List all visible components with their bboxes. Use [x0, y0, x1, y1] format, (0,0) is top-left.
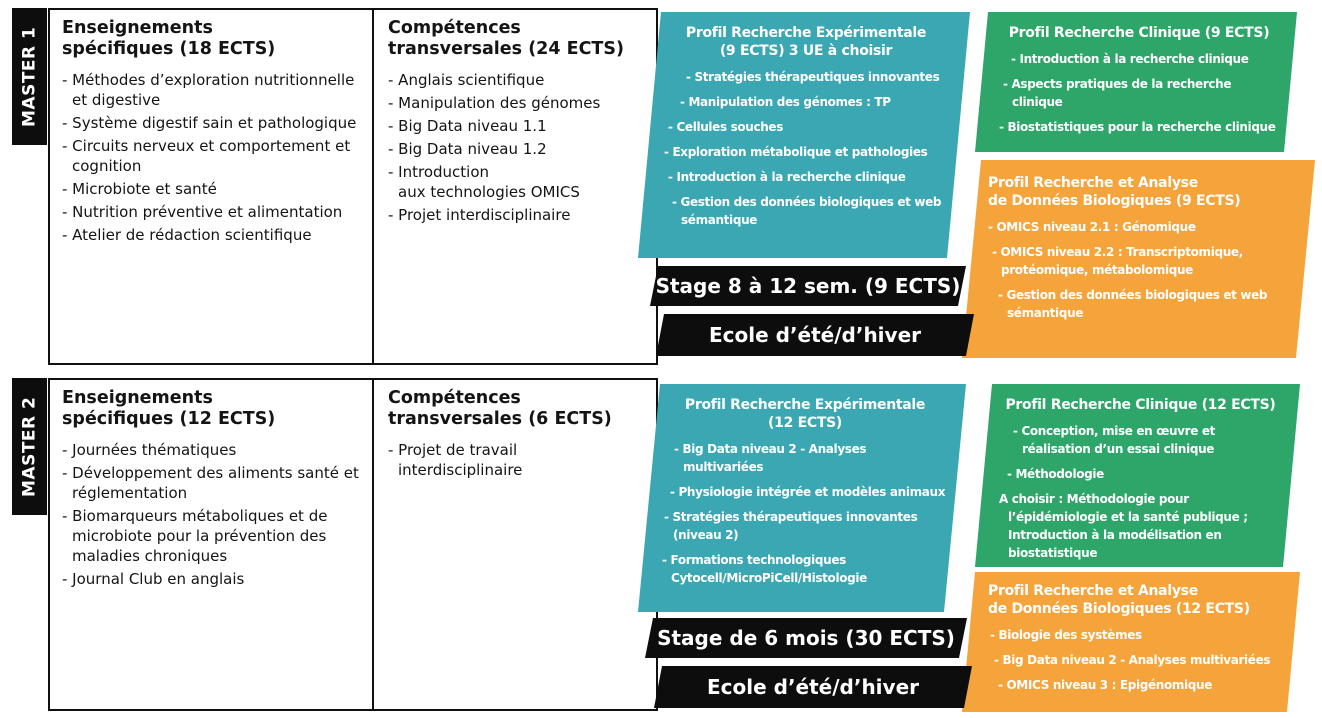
- profile-course-item: - Conception, mise en œuvre et réalisati…: [1013, 424, 1216, 457]
- profile-title: Profil Recherche Expérimentale (12 ECTS): [684, 397, 926, 432]
- course-item: - Anglais scientifique: [388, 70, 545, 89]
- specific-courses-title: Enseignements spécifiques (12 ECTS): [62, 388, 276, 430]
- course-item: - Système digestif sain et pathologique: [62, 113, 357, 132]
- summer-winter-school-banner-m1: Ecole d’été/d’hiver: [656, 314, 974, 356]
- course-item: - Biomarqueurs métaboliques et de microb…: [62, 506, 328, 566]
- column-divider: [372, 8, 374, 365]
- master1-core-courses-panel: Enseignements spécifiques (18 ECTS) - Mé…: [48, 8, 658, 365]
- profile-course-list: - Introduction à la recherche clinique -…: [997, 50, 1281, 136]
- course-item: - Projet interdisciplinaire: [388, 206, 571, 225]
- internship-banner-m1: Stage 8 à 12 sem. (9 ECTS): [650, 266, 966, 306]
- profile-course-list: - OMICS niveau 2.1 : Génomique - OMICS n…: [984, 218, 1291, 322]
- profile-course-item: - Exploration métabolique et pathologies: [664, 145, 928, 160]
- profile-course-item: - Stratégies thérapeutiques innovantes (…: [664, 510, 918, 543]
- course-item: - Introduction aux technologies OMICS: [388, 163, 580, 202]
- profile-course-list: - Big Data niveau 2 - Analyses multivari…: [660, 440, 950, 587]
- transversal-skills-column: Compétences transversales (6 ECTS) - Pro…: [388, 388, 646, 483]
- summer-winter-school-banner-m2: Ecole d’été/d’hiver: [654, 666, 972, 708]
- profile-course-item: - Méthodologie: [1007, 467, 1104, 482]
- course-item: - Journées thématiques: [62, 440, 237, 459]
- profile-course-item: - Stratégies thérapeutiques innovantes: [686, 70, 940, 85]
- profile-course-list: - Conception, mise en œuvre et réalisati…: [997, 422, 1284, 562]
- master1-tab: MASTER 1: [12, 8, 47, 145]
- column-divider: [372, 378, 374, 711]
- course-item: - Projet de travail interdisciplinaire: [388, 440, 523, 479]
- specific-courses-column: Enseignements spécifiques (12 ECTS) - Jo…: [62, 388, 364, 592]
- profile-title: Profil Recherche Expérimentale (9 ECTS) …: [685, 25, 927, 60]
- profile-title: Profil Recherche et Analyse de Données B…: [988, 583, 1250, 618]
- profile-course-item: - Aspects pratiques de la recherche clin…: [1003, 77, 1232, 110]
- course-item: - Nutrition préventive et alimentation: [62, 203, 343, 222]
- master2-core-courses-panel: Enseignements spécifiques (12 ECTS) - Jo…: [48, 378, 658, 711]
- profile-course-item: - Physiologie intégrée et modèles animau…: [670, 485, 946, 500]
- course-item: - Microbiote et santé: [62, 180, 217, 199]
- specific-courses-title: Enseignements spécifiques (18 ECTS): [62, 18, 276, 60]
- profile-course-list: - Biologie des systèmes - Big Data nivea…: [984, 626, 1284, 694]
- profile-course-item: - OMICS niveau 2.2 : Transcriptomique, p…: [992, 245, 1243, 278]
- transversal-skills-column: Compétences transversales (24 ECTS) - An…: [388, 18, 646, 228]
- course-item: - Big Data niveau 1.2: [388, 139, 547, 158]
- profile-title: Profil Recherche Clinique (12 ECTS): [1005, 397, 1276, 413]
- course-item: - Atelier de rédaction scientifique: [62, 226, 312, 245]
- biological-data-profile-m1: Profil Recherche et Analyse de Données B…: [962, 160, 1315, 358]
- profile-course-item: - Gestion des données biologiques et web…: [672, 195, 942, 228]
- course-item: - Développement des aliments santé et ré…: [62, 463, 359, 502]
- transversal-skills-title: Compétences transversales (6 ECTS): [388, 388, 612, 430]
- profile-course-item: - Cellules souches: [668, 120, 784, 135]
- course-item: - Big Data niveau 1.1: [388, 116, 547, 135]
- course-item: - Journal Club en anglais: [62, 570, 245, 589]
- profile-title: Profil Recherche et Analyse de Données B…: [988, 175, 1241, 210]
- profile-course-item: - OMICS niveau 2.1 : Génomique: [988, 220, 1196, 235]
- course-item: - Méthodes d’exploration nutritionnelle …: [62, 70, 355, 109]
- experimental-research-profile-m2: Profil Recherche Expérimentale (12 ECTS)…: [638, 384, 966, 612]
- course-item: - Manipulation des génomes: [388, 93, 601, 112]
- biological-data-profile-m2: Profil Recherche et Analyse de Données B…: [962, 572, 1300, 712]
- internship-banner-m2: Stage de 6 mois (30 ECTS): [645, 618, 967, 658]
- profile-course-item: - Biologie des systèmes: [990, 628, 1142, 643]
- profile-course-item: - OMICS niveau 3 : Epigénomique: [998, 678, 1213, 693]
- clinical-research-profile-m2: Profil Recherche Clinique (12 ECTS) - Co…: [975, 384, 1300, 567]
- master2-tab: MASTER 2: [12, 378, 47, 515]
- clinical-research-profile-m1: Profil Recherche Clinique (9 ECTS) - Int…: [975, 12, 1297, 152]
- profile-course-item: - Formations technologiques Cytocell/Mic…: [662, 553, 867, 586]
- experimental-research-profile-m1: Profil Recherche Expérimentale (9 ECTS) …: [638, 12, 970, 258]
- profile-course-item: - Introduction à la recherche clinique: [668, 170, 906, 185]
- profile-course-item: - Manipulation des génomes : TP: [680, 95, 891, 110]
- profile-course-item: - Big Data niveau 2 - Analyses multivari…: [994, 653, 1271, 668]
- profile-course-item: - Big Data niveau 2 - Analyses multivari…: [674, 442, 867, 475]
- profile-course-list: - Stratégies thérapeutiques innovantes -…: [662, 68, 950, 229]
- profile-course-item: A choisir : Méthodologie pour l’épidémio…: [999, 492, 1248, 561]
- course-item: - Circuits nerveux et comportement et co…: [62, 136, 351, 176]
- profile-course-item: - Gestion des données biologiques et web…: [998, 288, 1268, 321]
- profile-course-item: - Biostatistiques pour la recherche clin…: [999, 120, 1276, 135]
- transversal-skills-title: Compétences transversales (24 ECTS): [388, 18, 624, 60]
- specific-courses-column: Enseignements spécifiques (18 ECTS) - Mé…: [62, 18, 364, 248]
- profile-title: Profil Recherche Clinique (9 ECTS): [1008, 25, 1270, 41]
- profile-course-item: - Introduction à la recherche clinique: [1011, 52, 1249, 67]
